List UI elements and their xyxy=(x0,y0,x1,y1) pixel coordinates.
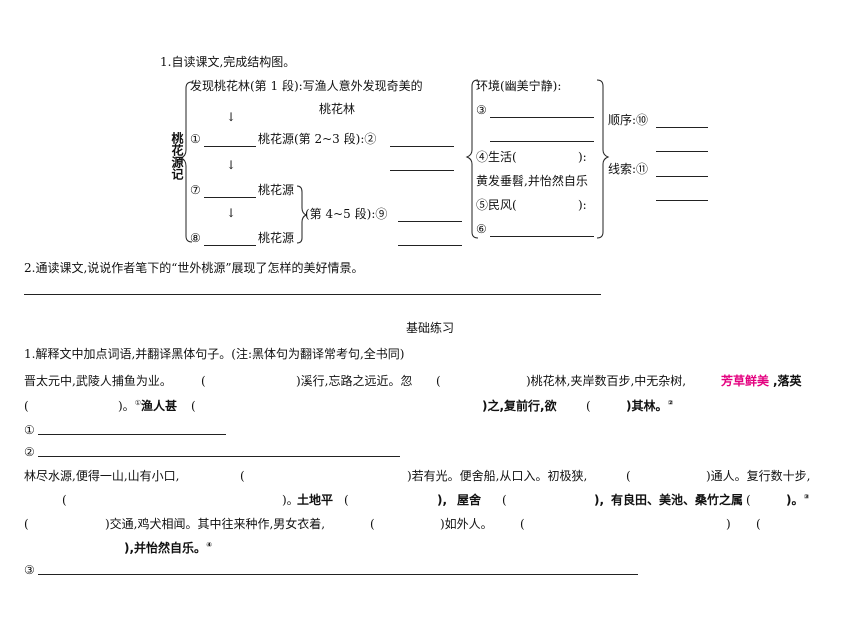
translate-1-line[interactable] xyxy=(38,434,226,435)
structure-row2-num: ① xyxy=(190,132,201,146)
structure-row1: 发现桃花林(第 1 段):写渔人意外发现奇美的 xyxy=(190,79,423,93)
blank-11a[interactable] xyxy=(656,176,708,177)
passage-line1-b: )溪行,忘路之远近。忽 xyxy=(296,374,413,388)
paren-open: ( xyxy=(62,493,67,507)
paren-close: )。 xyxy=(282,493,299,507)
down-arrow-icon: ↓ xyxy=(226,110,237,124)
passage-line5: )交通,鸡犬相闻。其中往来种作,男女衣着, xyxy=(105,517,326,531)
structure-row2: 桃花源(第 2~3 段):② xyxy=(258,132,377,146)
paren-open: ( xyxy=(344,493,349,507)
structure-row1-cont: 桃花林 xyxy=(319,102,356,116)
passage-line2-b: )之,复前行,欲 xyxy=(482,399,557,413)
item-5: ⑤民风( xyxy=(476,198,517,212)
blank-3a[interactable] xyxy=(490,117,594,118)
translate-2-line[interactable] xyxy=(38,456,400,457)
passage-line5-b: )如外人。 xyxy=(440,517,493,531)
blank-1[interactable] xyxy=(204,146,256,147)
item-5-end: ): xyxy=(578,198,587,212)
blank-3b[interactable] xyxy=(490,141,594,142)
paren-open: ( xyxy=(24,399,29,413)
paren-open: ( xyxy=(746,493,751,507)
paren-open: ( xyxy=(24,517,29,531)
translate-3-num: ③ xyxy=(24,563,35,577)
blank-6[interactable] xyxy=(490,236,594,237)
blank-9b[interactable] xyxy=(398,245,462,246)
paren-close: ) xyxy=(726,517,731,531)
structure-row4-num: ⑧ xyxy=(190,231,201,245)
paren-open: ( xyxy=(626,469,631,483)
paren-open: ( xyxy=(191,399,196,413)
answer-line-q2[interactable] xyxy=(24,294,601,295)
blank-8[interactable] xyxy=(204,245,256,246)
exercise-instruction: 1.解释文中加点词语,并翻译黑体句子。(注:黑体句为翻译常考句,全书同) xyxy=(24,347,405,361)
down-arrow-icon: ↓ xyxy=(226,158,237,172)
blank-2a[interactable] xyxy=(390,146,454,147)
passage-line6: ),并怡然自乐。④ xyxy=(124,541,212,555)
order-label: 顺序:⑩ xyxy=(608,113,649,127)
blank-10b[interactable] xyxy=(656,151,708,152)
passage-line4-c: 有良田、美池、桑竹之属 xyxy=(611,493,744,507)
structure-question-1: 1.自读课文,完成结构图。 xyxy=(160,55,296,69)
paren-open: ( xyxy=(586,399,591,413)
question-2: 2.通读课文,说说作者笔下的“世外桃源”展现了怎样的美好情景。 xyxy=(24,261,364,275)
passage-line2-c: )其林。② xyxy=(626,399,674,413)
paren-open: ( xyxy=(240,469,245,483)
passage-line3-c: )通人。复行数十步, xyxy=(706,469,811,483)
blank-10a[interactable] xyxy=(656,127,708,128)
blank-9a[interactable] xyxy=(398,221,462,222)
item-4: ④生活( xyxy=(476,150,517,164)
passage-line4-bold: 土地平 xyxy=(297,493,334,507)
section-title: 基础练习 xyxy=(406,321,455,335)
paren-open: ( xyxy=(756,517,761,531)
down-arrow-icon: ↓ xyxy=(226,206,237,220)
item-elder: 黄发垂髫,并怡然自乐 xyxy=(476,174,588,188)
passage-line4-b: 屋舍 xyxy=(457,493,482,507)
paren-open: ( xyxy=(520,517,525,531)
env-label: 环境(幽美宁静): xyxy=(476,79,562,93)
blank-2b[interactable] xyxy=(390,170,454,171)
paren-open: ( xyxy=(502,493,507,507)
passage-line1: 晋太元中,武陵人捕鱼为业。 xyxy=(24,374,172,388)
structure-title: 桃花源记 xyxy=(170,132,184,180)
item-3-num: ③ xyxy=(476,103,487,117)
paren-close: ), xyxy=(594,493,605,507)
structure-row34: (第 4~5 段):⑨ xyxy=(305,207,388,221)
passage-line1-c: )桃花林,夹岸数百步,中无杂树, xyxy=(526,374,687,388)
passage-line4-d: )。③ xyxy=(786,493,810,507)
paren-open: ( xyxy=(436,374,441,388)
passage-line2-bold: 渔人甚 xyxy=(141,399,178,413)
translate-2-num: ② xyxy=(24,445,35,459)
translate-3-line[interactable] xyxy=(38,574,638,575)
paren-open: ( xyxy=(370,517,375,531)
passage-line1-d: ,落英 xyxy=(773,374,802,388)
translate-1-num: ① xyxy=(24,423,35,437)
highlight-phrase: 芳草鲜美 xyxy=(721,374,770,388)
structure-row3-num: ⑦ xyxy=(190,183,201,197)
blank-11b[interactable] xyxy=(656,200,708,201)
structure-row3: 桃花源 xyxy=(258,183,295,197)
paren-close: ), xyxy=(437,493,448,507)
passage-line3: 林尽水源,便得一山,山有小口, xyxy=(24,469,180,483)
blank-7[interactable] xyxy=(204,197,256,198)
structure-row4: 桃花源 xyxy=(258,231,295,245)
passage-line2-a: )。① xyxy=(118,399,141,413)
item-6-num: ⑥ xyxy=(476,222,487,236)
item-4-end: ): xyxy=(578,150,587,164)
clue-label: 线索:⑪ xyxy=(608,162,649,176)
paren-open: ( xyxy=(201,374,206,388)
passage-line3-b: )若有光。便舍船,从口入。初极狭, xyxy=(407,469,588,483)
